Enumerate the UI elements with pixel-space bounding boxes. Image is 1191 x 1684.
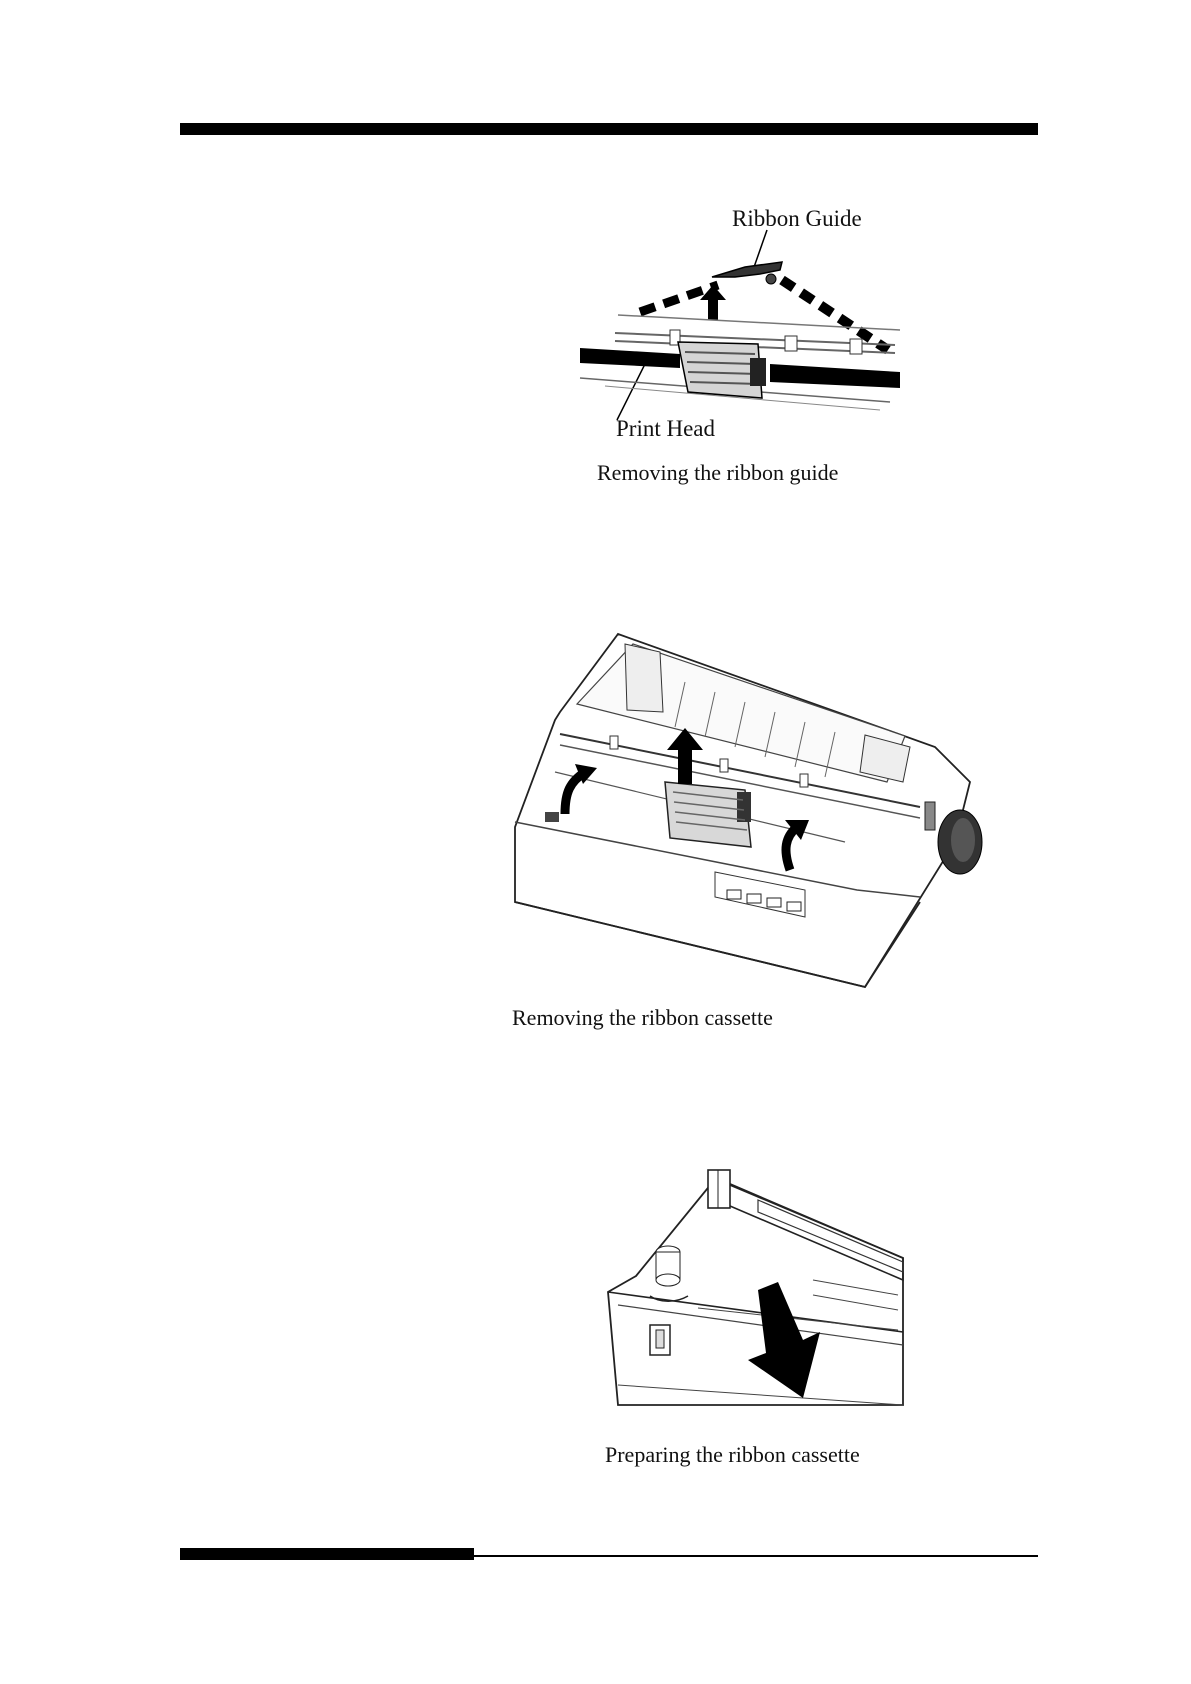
ribbon-guide-illustration [560, 230, 900, 420]
figure-caption: Removing the ribbon cassette [512, 1005, 773, 1031]
figure-caption: Preparing the ribbon cassette [605, 1442, 860, 1468]
header-rule [180, 123, 1038, 135]
printer-cassette-removal-illustration [515, 632, 985, 1014]
footer-rule-thin [474, 1555, 1038, 1557]
ribbon-guide-label: Ribbon Guide [732, 206, 862, 232]
ribbon-cassette-preparation-illustration [598, 1170, 903, 1405]
footer-rule-thick [180, 1548, 474, 1560]
figure-caption: Removing the ribbon guide [597, 460, 838, 486]
